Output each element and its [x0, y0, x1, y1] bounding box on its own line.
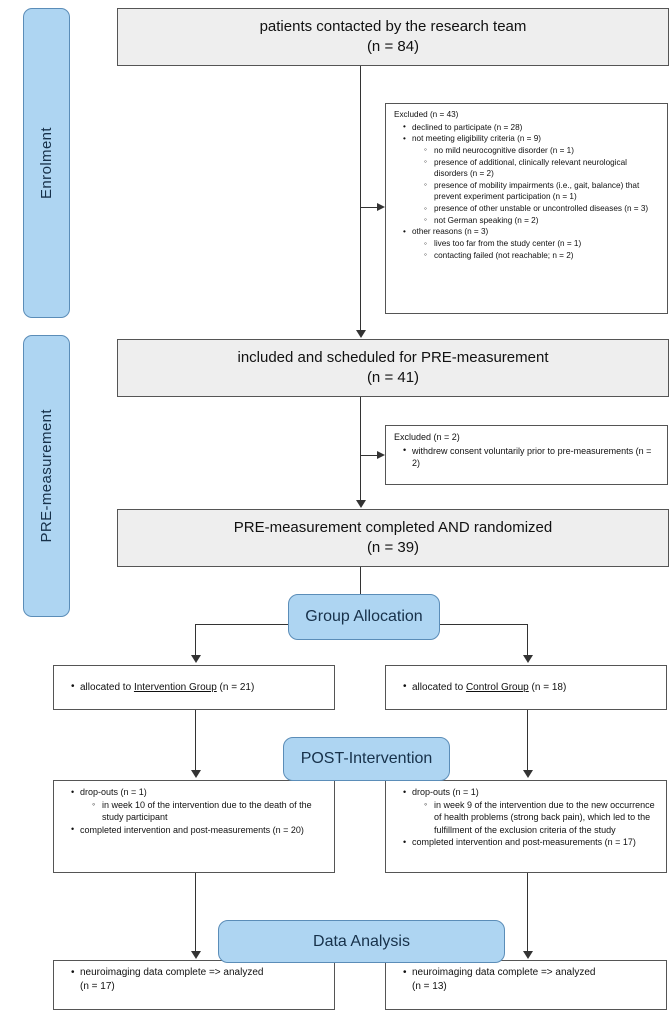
analysis-line-1: neuroimaging data complete => analyzed	[412, 967, 596, 978]
stage-rail-enrolment: Enrolment	[23, 8, 70, 318]
analysis-intervention-box: neuroimaging data complete => analyzed (…	[53, 960, 335, 1010]
connector-to-excluded-pre	[360, 455, 378, 456]
node-line-2: (n = 39)	[366, 539, 420, 556]
analysis-line-2: (n = 13)	[412, 981, 447, 992]
list-item: other reasons (n = 3) lives too far from…	[403, 226, 661, 261]
list-item: neuroimaging data complete => analyzed (…	[71, 966, 328, 994]
allocation-suffix: (n = 18)	[528, 681, 567, 693]
post-control-box: drop-outs (n = 1) in week 9 of the inter…	[385, 780, 667, 873]
sub-list-item: presence of other unstable or uncontroll…	[424, 203, 661, 215]
sub-list: in week 9 of the intervention due to the…	[424, 798, 660, 837]
analysis-control-list: neuroimaging data complete => analyzed (…	[403, 966, 660, 994]
phase-badge-data-analysis: Data Analysis	[218, 920, 505, 963]
list-item: allocated to Control Group (n = 18)	[403, 680, 660, 695]
node-included-scheduled: included and scheduled for PRE-measureme…	[117, 339, 669, 397]
stage-rail-pre-measurement: PRE-measurement	[23, 335, 70, 617]
arrow-post-intervention-to-analysis	[190, 951, 201, 959]
arrow-contacted-to-included	[355, 330, 366, 338]
sub-list-item: presence of additional, clinically relev…	[424, 156, 661, 180]
connector-intervention-to-post	[195, 710, 196, 772]
arrow-to-excluded-enrolment	[377, 202, 385, 211]
connector-post-intervention-to-analysis	[195, 873, 196, 953]
allocation-group-name: Intervention Group	[133, 681, 217, 693]
post-intervention-box: drop-outs (n = 1) in week 10 of the inte…	[53, 780, 335, 873]
arrow-post-control-to-analysis	[522, 951, 533, 959]
stage-rail-label: Enrolment	[38, 127, 55, 199]
connector-to-intervention-allocation	[195, 624, 196, 657]
excluded-pre-heading: Excluded (n = 2)	[394, 432, 460, 442]
node-patients-contacted: patients contacted by the research team …	[117, 8, 669, 66]
sub-list: in week 10 of the intervention due to th…	[92, 798, 328, 824]
sub-list-item: in week 10 of the intervention due to th…	[92, 798, 328, 824]
analysis-line-1: neuroimaging data complete => analyzed	[80, 967, 264, 978]
sub-list: no mild neurocognitive disorder (n = 1) …	[424, 144, 661, 227]
node-line-1: included and scheduled for PRE-measureme…	[237, 349, 549, 367]
list-item-text: completed intervention and post-measurem…	[80, 824, 304, 835]
excluded-enrolment-heading: Excluded (n = 43)	[394, 110, 459, 119]
node-line-2: (n = 84)	[366, 38, 420, 55]
arrow-to-excluded-pre	[377, 450, 385, 459]
allocation-intervention-list: allocated to Intervention Group (n = 21)	[71, 680, 328, 695]
phase-badge-group-allocation: Group Allocation	[288, 594, 440, 640]
node-line-2: (n = 41)	[366, 369, 420, 386]
list-item: allocated to Intervention Group (n = 21)	[71, 680, 328, 695]
list-item-text: other reasons (n = 3)	[412, 227, 489, 237]
list-item: declined to participate (n = 28)	[403, 121, 661, 134]
list-item-text: drop-outs (n = 1)	[412, 787, 479, 797]
node-pre-measurement-randomized: PRE-measurement completed AND randomized…	[117, 509, 669, 567]
connector-post-control-to-analysis	[527, 873, 528, 953]
post-control-list: drop-outs (n = 1) in week 9 of the inter…	[403, 785, 660, 849]
list-item: completed intervention and post-measurem…	[71, 823, 328, 837]
sub-list: lives too far from the study center (n =…	[424, 238, 661, 261]
excluded-pre-list: withdrew consent voluntarily prior to pr…	[403, 444, 661, 470]
phase-badge-label: Group Allocation	[305, 608, 423, 625]
excluded-enrolment-box: Excluded (n = 43) declined to participat…	[385, 103, 668, 314]
post-intervention-list: drop-outs (n = 1) in week 10 of the inte…	[71, 786, 328, 836]
allocation-suffix: (n = 21)	[216, 681, 255, 693]
phase-badge-label: Data Analysis	[313, 932, 410, 950]
allocation-prefix: allocated to	[412, 681, 466, 693]
sub-list-item: no mild neurocognitive disorder (n = 1)	[424, 144, 661, 157]
list-item-text: completed intervention and post-measurem…	[412, 837, 636, 848]
connector-control-to-post	[527, 710, 528, 772]
list-item: neuroimaging data complete => analyzed (…	[403, 966, 660, 994]
arrow-control-to-post	[522, 770, 533, 778]
connector-included-to-randomized	[360, 397, 361, 502]
connector-to-control-allocation	[527, 624, 528, 657]
list-item: not meeting eligibility criteria (n = 9)…	[403, 133, 661, 226]
list-item: withdrew consent voluntarily prior to pr…	[403, 444, 661, 470]
connector-to-excluded-enrolment	[360, 207, 378, 208]
analysis-line-2: (n = 17)	[80, 981, 115, 992]
arrow-included-to-randomized	[355, 500, 366, 508]
node-line-1: patients contacted by the research team	[259, 18, 527, 36]
list-item: drop-outs (n = 1) in week 9 of the inter…	[403, 785, 660, 837]
arrow-intervention-to-post	[190, 770, 201, 778]
sub-list-item: presence of mobility impairments (i.e., …	[424, 179, 661, 203]
sub-list-item: contacting failed (not reachable; n = 2)	[424, 249, 661, 262]
allocation-control-list: allocated to Control Group (n = 18)	[403, 680, 660, 695]
allocation-intervention-box: allocated to Intervention Group (n = 21)	[53, 665, 335, 710]
list-item-text: drop-outs (n = 1)	[80, 787, 147, 797]
list-item-text: not meeting eligibility criteria (n = 9)	[412, 134, 542, 144]
sub-list-item: lives too far from the study center (n =…	[424, 238, 661, 250]
list-item-text: declined to participate (n = 28)	[412, 122, 523, 132]
allocation-prefix: allocated to	[80, 681, 134, 693]
stage-rail-label: PRE-measurement	[38, 409, 55, 543]
sub-list-item: in week 9 of the intervention due to the…	[424, 798, 660, 837]
phase-badge-post-intervention: POST-Intervention	[283, 737, 450, 781]
allocation-control-box: allocated to Control Group (n = 18)	[385, 665, 667, 710]
connector-contacted-to-included	[360, 66, 361, 332]
excluded-enrolment-list: declined to participate (n = 28) not mee…	[403, 121, 661, 262]
allocation-group-name: Control Group	[465, 681, 529, 693]
sub-list-item: not German speaking (n = 2)	[424, 214, 661, 227]
arrow-to-control-allocation	[522, 655, 533, 663]
list-item: drop-outs (n = 1) in week 10 of the inte…	[71, 786, 328, 824]
node-line-1: PRE-measurement completed AND randomized	[233, 519, 553, 537]
phase-badge-label: POST-Intervention	[300, 750, 433, 767]
list-item: completed intervention and post-measurem…	[403, 836, 660, 849]
arrow-to-intervention-allocation	[190, 655, 201, 663]
excluded-pre-box: Excluded (n = 2) withdrew consent volunt…	[385, 425, 668, 485]
analysis-control-box: neuroimaging data complete => analyzed (…	[385, 960, 667, 1010]
analysis-intervention-list: neuroimaging data complete => analyzed (…	[71, 966, 328, 994]
